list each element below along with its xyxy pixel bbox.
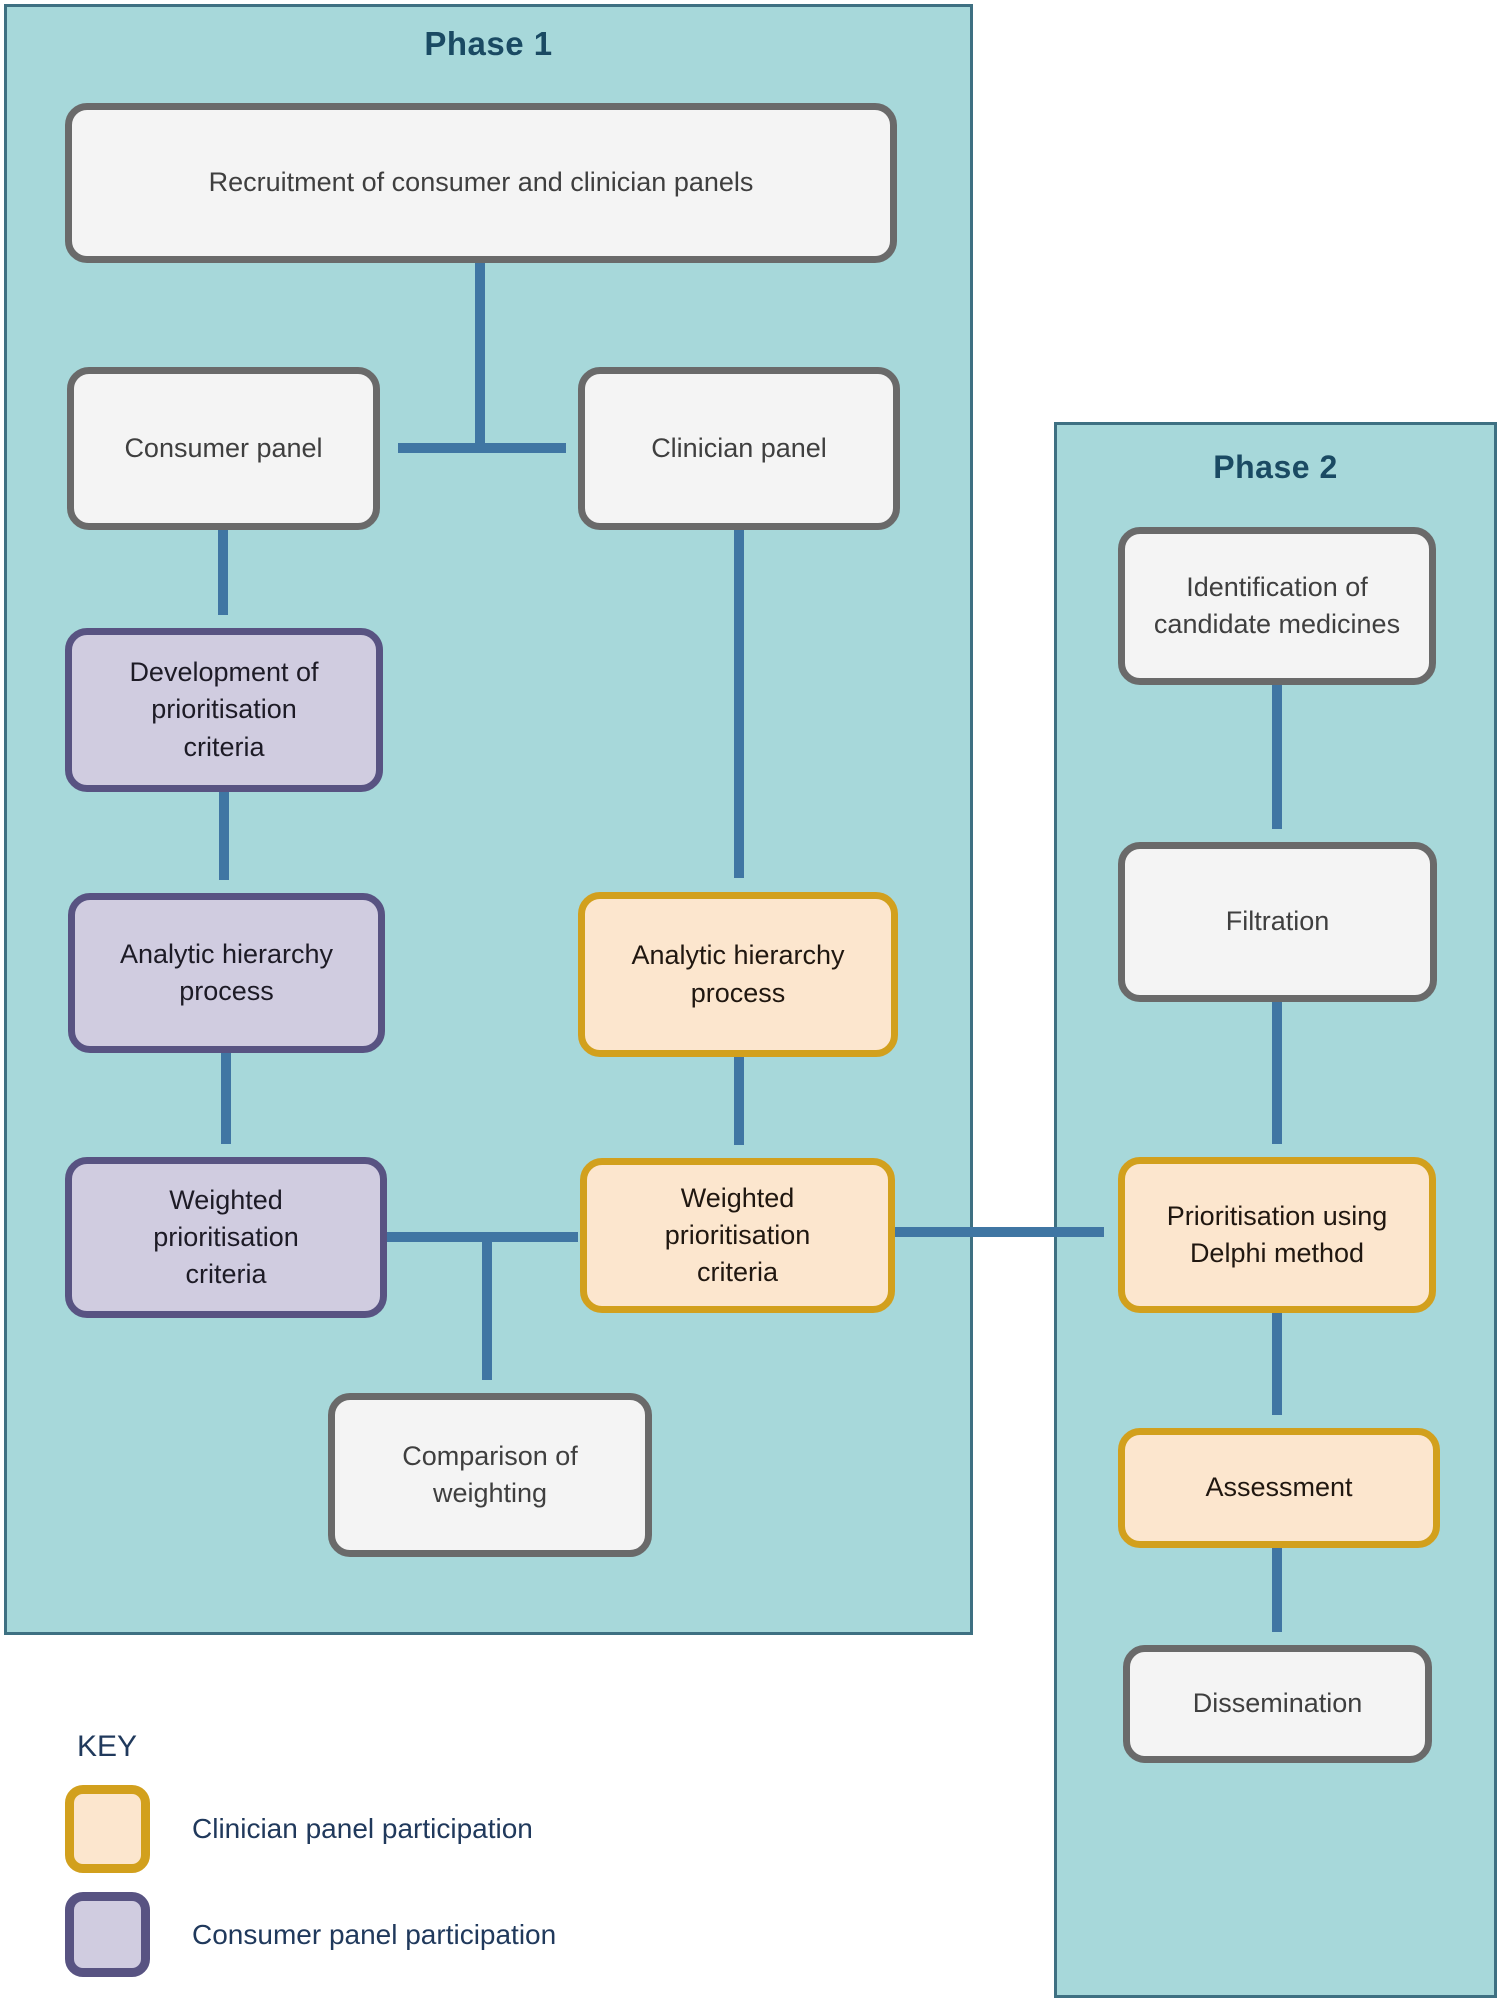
key-label-consumer: Consumer panel participation: [192, 1918, 557, 1950]
key-swatch-clinician: [65, 1785, 150, 1873]
key-title: KEY: [77, 1730, 138, 1763]
box-ahp-consumer-label: Analytic hierarchy process: [119, 938, 334, 1006]
box-consumer-panel: Consumer panel: [67, 367, 380, 530]
box-ahp-clinician: Analytic hierarchy process: [578, 892, 898, 1057]
box-weighted-clinician-label: Weighted prioritisation criteria: [664, 1182, 811, 1288]
box-clinician-panel-label: Clinician panel: [651, 432, 827, 463]
key-label-clinician: Clinician panel participation: [192, 1813, 533, 1844]
box-delphi-label: Prioritisation using Delphi method: [1166, 1200, 1388, 1268]
box-filtration-label: Filtration: [1225, 906, 1330, 937]
box-dissemination-label: Dissemination: [1192, 1688, 1363, 1719]
box-identification-label: Identification of candidate medicines: [1153, 571, 1401, 639]
box-recruitment-label: Recruitment of consumer and clinician pa…: [208, 167, 754, 198]
box-development: Development of prioritisation criteria: [65, 628, 383, 792]
box-weighted-clinician: Weighted prioritisation criteria: [580, 1158, 895, 1313]
box-dissemination: Dissemination: [1123, 1645, 1432, 1763]
phase2-title: Phase 2: [1213, 449, 1338, 485]
key-swatch-consumer: [65, 1892, 150, 1977]
box-delphi: Prioritisation using Delphi method: [1118, 1157, 1436, 1313]
box-assessment: Assessment: [1118, 1428, 1440, 1548]
box-consumer-panel-label: Consumer panel: [124, 432, 323, 463]
box-identification: Identification of candidate medicines: [1118, 527, 1436, 685]
box-filtration: Filtration: [1118, 842, 1437, 1002]
box-assessment-label: Assessment: [1205, 1472, 1353, 1503]
box-ahp-clinician-label: Analytic hierarchy process: [631, 940, 845, 1008]
box-weighted-consumer-label: Weighted prioritisation criteria: [153, 1184, 299, 1290]
box-comparison: Comparison of weighting: [328, 1393, 652, 1557]
box-recruitment: Recruitment of consumer and clinician pa…: [65, 103, 897, 263]
box-ahp-consumer: Analytic hierarchy process: [68, 893, 385, 1053]
box-weighted-consumer: Weighted prioritisation criteria: [65, 1157, 387, 1318]
box-comparison-label: Comparison of weighting: [402, 1440, 578, 1508]
phase1-title: Phase 1: [424, 25, 553, 62]
box-development-label: Development of prioritisation criteria: [129, 657, 319, 762]
box-clinician-panel: Clinician panel: [578, 367, 900, 530]
